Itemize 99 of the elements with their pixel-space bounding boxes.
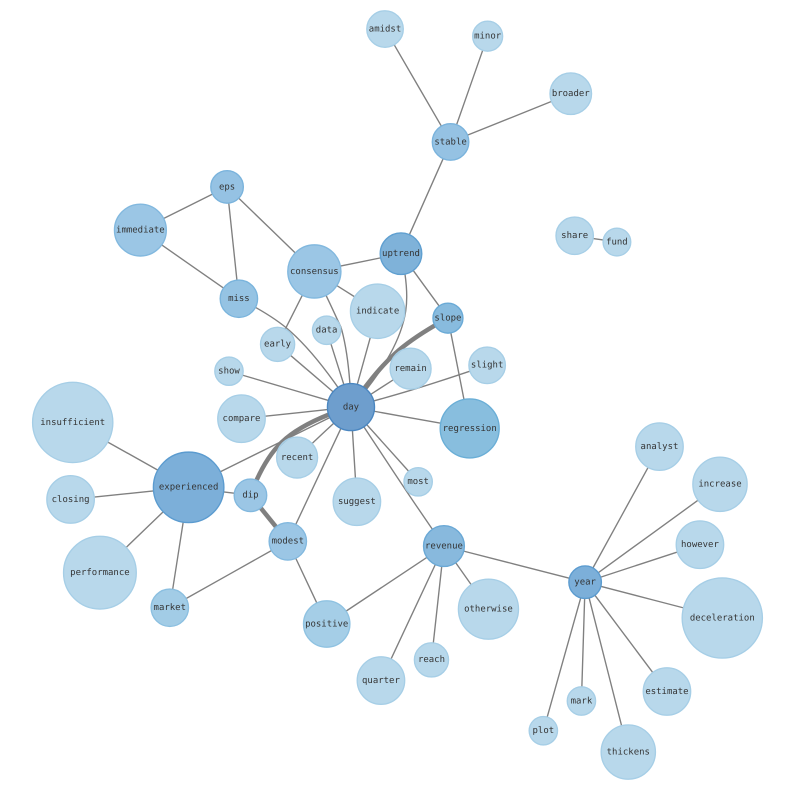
- node-circle: stable: [431, 123, 469, 161]
- connector: [162, 194, 212, 220]
- connector: [311, 422, 334, 444]
- node-circle: mark: [566, 686, 596, 716]
- node-circle: data: [311, 315, 341, 346]
- node-circle: fund: [602, 228, 631, 257]
- connector: [600, 586, 684, 609]
- connector: [580, 598, 585, 687]
- node-circle: experienced: [152, 451, 224, 524]
- connector: [362, 324, 436, 390]
- connector: [588, 598, 622, 726]
- node-circle: uptrend: [379, 232, 422, 276]
- connector: [455, 50, 483, 125]
- connector: [600, 551, 677, 578]
- connector: [160, 244, 224, 288]
- node-circle: consensus: [286, 244, 342, 299]
- node-circle: plot: [528, 716, 558, 746]
- connector: [594, 595, 653, 673]
- node-circle: amidst: [366, 10, 404, 48]
- connector: [242, 374, 328, 402]
- connector: [172, 522, 184, 590]
- connector: [454, 562, 472, 585]
- connector: [597, 500, 698, 574]
- connector: [393, 44, 442, 127]
- node-circle: thickens: [600, 724, 656, 780]
- connector: [330, 344, 344, 385]
- node-circle: estimate: [642, 667, 691, 716]
- node-circle: however: [675, 520, 724, 570]
- connector: [228, 203, 238, 280]
- connector: [345, 556, 427, 612]
- connector: [336, 285, 354, 298]
- connector: [373, 370, 470, 402]
- connector: [366, 424, 409, 472]
- node-circle: indicate: [349, 283, 405, 340]
- connector: [412, 270, 439, 306]
- connector: [356, 337, 371, 385]
- connector: [546, 598, 581, 718]
- connector: [220, 416, 330, 472]
- node-circle: reach: [413, 642, 449, 678]
- node-circle: early: [259, 326, 295, 362]
- connector: [324, 294, 350, 384]
- node-circle: closing: [46, 475, 94, 524]
- node-circle: modest: [268, 522, 307, 561]
- node-circle: immediate: [113, 203, 166, 257]
- node-circle: miss: [219, 279, 258, 318]
- node-circle: slope: [432, 302, 464, 334]
- connector: [351, 430, 356, 478]
- node-circle: regression: [439, 398, 500, 459]
- connector: [264, 408, 328, 417]
- node-circle: share: [554, 216, 594, 256]
- connector: [374, 410, 440, 424]
- connector: [432, 566, 442, 643]
- connector: [254, 412, 329, 481]
- node-circle: most: [402, 466, 432, 497]
- connector: [592, 467, 648, 568]
- connector: [258, 506, 278, 528]
- connector: [125, 511, 164, 548]
- connector: [294, 558, 317, 604]
- node-circle: dip: [233, 478, 267, 512]
- node-circle: insufficient: [31, 382, 114, 464]
- node-circle: broader: [548, 72, 592, 116]
- node-circle: recent: [275, 436, 318, 479]
- connector: [290, 355, 333, 392]
- node-circle: compare: [216, 394, 266, 444]
- connector: [294, 428, 341, 525]
- node-circle: deceleration: [680, 577, 763, 659]
- connector: [94, 490, 153, 498]
- node-circle: suggest: [332, 477, 381, 526]
- connector: [370, 379, 394, 395]
- connector: [254, 306, 338, 388]
- node-circle: quarter: [356, 656, 405, 705]
- connector: [362, 426, 432, 530]
- node-circle: market: [150, 588, 189, 628]
- node-circle: otherwise: [457, 578, 519, 640]
- node-circle: increase: [692, 456, 748, 512]
- node-circle: show: [214, 356, 244, 386]
- connector: [366, 274, 407, 390]
- node-circle: positive: [302, 600, 350, 648]
- node-circle: minor: [471, 20, 503, 52]
- connector: [340, 257, 380, 267]
- node-circle: day: [326, 382, 375, 432]
- node-circle: slight: [468, 346, 506, 384]
- node-circle: year: [568, 565, 602, 600]
- node-circle: revenue: [422, 524, 465, 568]
- node-circle: remain: [388, 347, 432, 390]
- connector: [185, 550, 272, 600]
- connector: [450, 332, 464, 400]
- connector: [223, 491, 234, 494]
- connector: [390, 564, 436, 660]
- connector: [462, 550, 569, 579]
- connector: [106, 442, 158, 471]
- connector: [592, 238, 603, 241]
- connector: [466, 100, 552, 136]
- node-circle: analyst: [634, 422, 684, 472]
- connector: [408, 158, 444, 235]
- node-circle: eps: [210, 170, 244, 204]
- connector: [238, 198, 296, 254]
- connector: [284, 294, 303, 330]
- node-circle: performance: [62, 536, 136, 610]
